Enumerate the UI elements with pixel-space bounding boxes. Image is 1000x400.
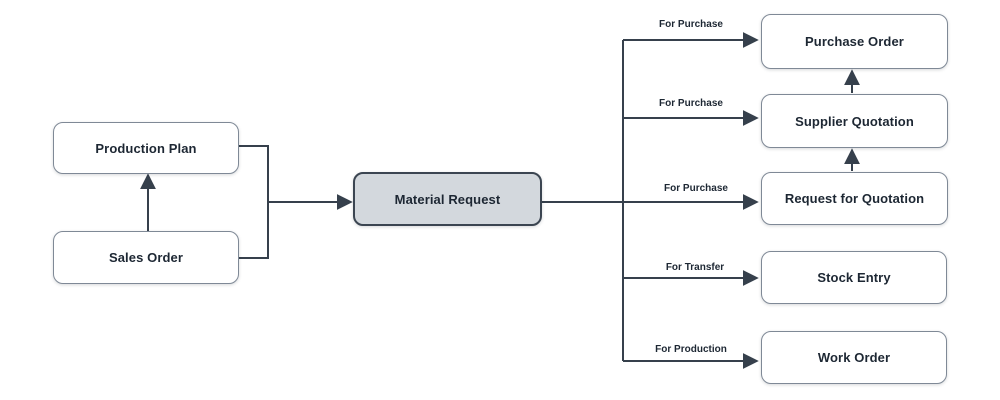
node-sales-order: Sales Order [53, 231, 239, 284]
node-request-for-quotation: Request for Quotation [761, 172, 948, 225]
edge-label-for-purchase-3: For Purchase [662, 183, 730, 195]
node-sales-order-label: Sales Order [108, 250, 184, 265]
edge-label-for-purchase-2: For Purchase [657, 98, 725, 110]
node-material-request-label: Material Request [394, 191, 501, 207]
edge-label-for-purchase-1: For Purchase [657, 19, 725, 31]
node-purchase-order-label: Purchase Order [805, 34, 904, 49]
connector-left-elbow [239, 145, 269, 259]
node-material-request: Material Request [353, 172, 542, 226]
edge-label-for-production: For Production [653, 344, 729, 356]
node-production-plan-label: Production Plan [95, 140, 197, 156]
edge-label-for-transfer: For Transfer [663, 262, 727, 274]
node-supplier-quotation: Supplier Quotation [761, 94, 948, 148]
node-work-order: Work Order [761, 331, 947, 384]
node-request-for-quotation-label: Request for Quotation [784, 191, 925, 206]
node-stock-entry: Stock Entry [761, 251, 947, 304]
node-purchase-order: Purchase Order [761, 14, 948, 69]
node-production-plan: Production Plan [53, 122, 239, 174]
node-work-order-label: Work Order [817, 350, 891, 365]
node-supplier-quotation-label: Supplier Quotation [795, 113, 914, 129]
node-stock-entry-label: Stock Entry [817, 270, 891, 285]
